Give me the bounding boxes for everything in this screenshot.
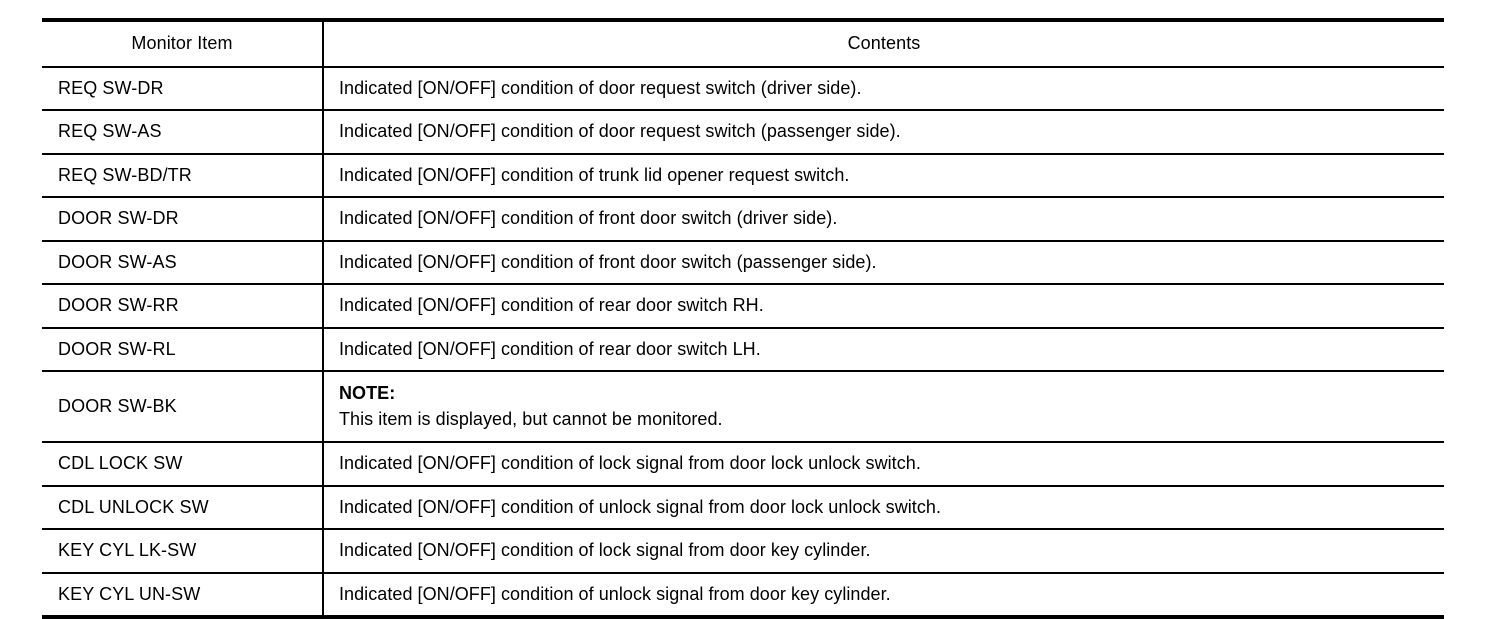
cell-monitor-item: CDL UNLOCK SW <box>42 485 324 531</box>
table-row: REQ SW-AS Indicated [ON/OFF] condition o… <box>42 110 1444 155</box>
cell-monitor-item: DOOR SW-BK <box>42 371 324 444</box>
cell-monitor-item: KEY CYL LK-SW <box>42 529 324 574</box>
cell-contents: Indicated [ON/OFF] condition of unlock s… <box>323 572 1444 619</box>
table-row: CDL UNLOCK SW Indicated [ON/OFF] conditi… <box>42 485 1444 531</box>
cell-monitor-item: DOOR SW-DR <box>42 197 324 242</box>
table-row: REQ SW-BD/TR Indicated [ON/OFF] conditio… <box>42 153 1444 198</box>
table-row: DOOR SW-DR Indicated [ON/OFF] condition … <box>42 197 1444 242</box>
cell-contents: Indicated [ON/OFF] condition of front do… <box>323 197 1444 242</box>
cell-contents: Indicated [ON/OFF] condition of front do… <box>323 240 1444 285</box>
note-text: This item is displayed, but cannot be mo… <box>339 409 723 430</box>
cell-contents: Indicated [ON/OFF] condition of lock sig… <box>323 529 1444 574</box>
cell-monitor-item: DOOR SW-AS <box>42 240 324 285</box>
cell-contents: Indicated [ON/OFF] condition of rear doo… <box>323 284 1444 329</box>
table-row: CDL LOCK SW Indicated [ON/OFF] condition… <box>42 442 1444 487</box>
table-row: KEY CYL UN-SW Indicated [ON/OFF] conditi… <box>42 572 1444 619</box>
cell-monitor-item: REQ SW-AS <box>42 110 324 155</box>
monitor-item-table-wrapper: Monitor Item Contents REQ SW-DR Indicate… <box>42 18 1444 619</box>
column-header-monitor-item: Monitor Item <box>42 18 324 68</box>
cell-monitor-item: DOOR SW-RR <box>42 284 324 329</box>
cell-monitor-item: REQ SW-DR <box>42 66 324 111</box>
monitor-item-table: Monitor Item Contents REQ SW-DR Indicate… <box>42 18 1444 619</box>
cell-contents-note: NOTE: This item is displayed, but cannot… <box>323 371 1444 444</box>
table-row: DOOR SW-AS Indicated [ON/OFF] condition … <box>42 240 1444 285</box>
cell-contents: Indicated [ON/OFF] condition of unlock s… <box>323 485 1444 531</box>
cell-contents: Indicated [ON/OFF] condition of lock sig… <box>323 442 1444 487</box>
cell-monitor-item: DOOR SW-RL <box>42 327 324 372</box>
cell-monitor-item: KEY CYL UN-SW <box>42 572 324 619</box>
cell-monitor-item: CDL LOCK SW <box>42 442 324 487</box>
table-row: DOOR SW-BK NOTE: This item is displayed,… <box>42 371 1444 444</box>
table-header: Monitor Item Contents <box>42 18 1444 68</box>
table-row: REQ SW-DR Indicated [ON/OFF] condition o… <box>42 66 1444 111</box>
cell-contents: Indicated [ON/OFF] condition of door req… <box>323 110 1444 155</box>
table-body: REQ SW-DR Indicated [ON/OFF] condition o… <box>42 66 1444 619</box>
cell-monitor-item: REQ SW-BD/TR <box>42 153 324 198</box>
table-row: DOOR SW-RL Indicated [ON/OFF] condition … <box>42 327 1444 372</box>
cell-contents: Indicated [ON/OFF] condition of door req… <box>323 66 1444 111</box>
table-row: KEY CYL LK-SW Indicated [ON/OFF] conditi… <box>42 529 1444 574</box>
note-label: NOTE: <box>339 383 396 403</box>
cell-contents: Indicated [ON/OFF] condition of trunk li… <box>323 153 1444 198</box>
table-header-row: Monitor Item Contents <box>42 18 1444 68</box>
table-row: DOOR SW-RR Indicated [ON/OFF] condition … <box>42 284 1444 329</box>
column-header-contents: Contents <box>323 18 1444 68</box>
cell-contents: Indicated [ON/OFF] condition of rear doo… <box>323 327 1444 372</box>
